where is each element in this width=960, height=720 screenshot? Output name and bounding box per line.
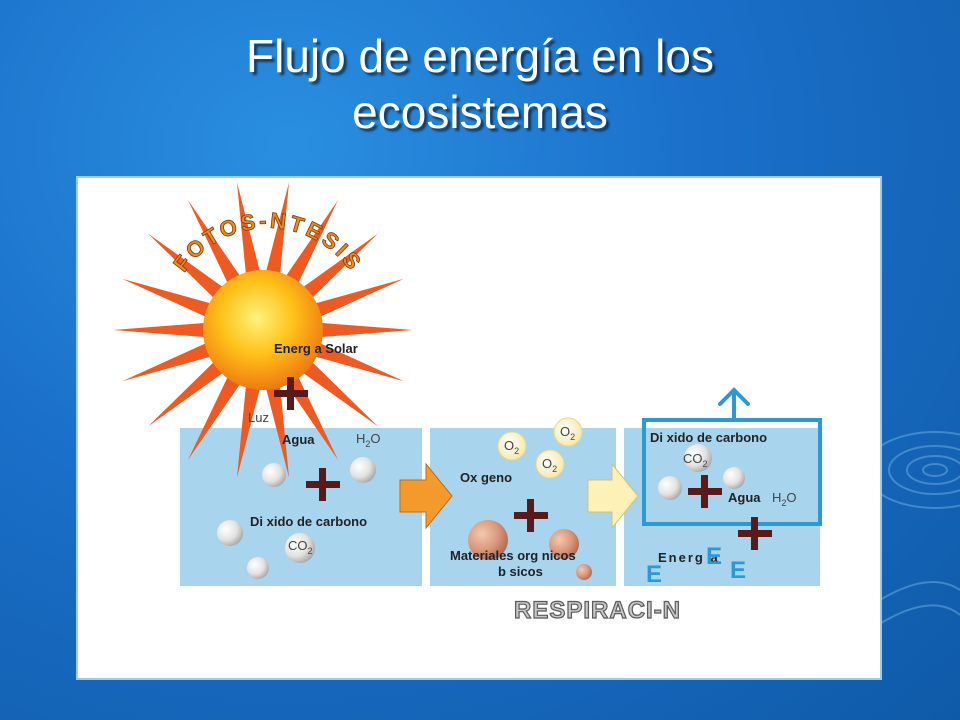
sun-ray (318, 322, 413, 338)
title-line-2: ecosistemas (352, 86, 608, 138)
sun-ray (148, 360, 226, 427)
sun-ray (188, 200, 242, 286)
plus-icon (514, 499, 548, 532)
sun-ray (300, 360, 378, 427)
agua-label: Agua (282, 432, 315, 447)
h2o-formula: H2O (356, 431, 381, 449)
molecule (262, 463, 286, 487)
dioxido-right-label: Di xido de carbono (650, 430, 767, 445)
co2-formula: CO2 (288, 538, 313, 556)
h2o-formula: H2O (772, 490, 797, 508)
title-line-1: Flujo de energía en los (246, 30, 714, 82)
dioxido-label: Di xido de carbono (250, 514, 367, 529)
plus-icon (274, 377, 308, 410)
sun-ray (113, 322, 208, 338)
co2-formula: CO2 (683, 451, 708, 469)
luz-label: Luz (248, 410, 269, 425)
materiales-label-line2: b sicos (498, 564, 543, 579)
organic-molecule (576, 564, 592, 580)
molecule (247, 557, 269, 579)
o2-formula: O2 (560, 424, 575, 442)
arrow-right-icon (399, 462, 453, 530)
sun-ray (188, 374, 242, 460)
sun-ray (312, 278, 404, 318)
slide-title: Flujo de energía en los ecosistemas (0, 28, 960, 140)
energy-flow-diagram: FOTOS-NTESIS Energ a Solar Luz Agua H2O … (113, 182, 822, 625)
sun-ray (148, 233, 226, 300)
sun-ray (122, 278, 214, 318)
energy-e-letter: E (730, 557, 746, 584)
plus-icon (738, 517, 772, 550)
sun (203, 270, 323, 390)
respiracion-label: RESPIRACI-N (514, 597, 681, 624)
plus-icon (688, 475, 722, 508)
sun-rays (113, 182, 413, 478)
energia-solar-label: Energ a Solar (274, 341, 358, 356)
molecule (684, 444, 712, 472)
sun-ray (265, 182, 290, 277)
arrow-up-icon (718, 387, 750, 420)
energy-e-letter: E (706, 543, 722, 570)
sun-ray (236, 182, 261, 277)
molecule (723, 467, 745, 489)
sun-ray (122, 342, 214, 382)
energia-label: Energ a (658, 550, 720, 565)
materiales-label-line1: Materiales org nicos (450, 548, 576, 563)
molecule (350, 457, 376, 483)
respiracion-box (624, 428, 820, 586)
sun-ray (300, 233, 378, 300)
sun-ray (312, 342, 404, 382)
organic-molecule (468, 520, 508, 560)
molecule (217, 520, 243, 546)
oxygen-bubbles (497, 417, 583, 479)
plus-icon (306, 468, 340, 501)
sun-ray (265, 383, 290, 478)
o2-formula: O2 (542, 456, 557, 474)
oxigeno-label: Ox geno (460, 470, 512, 485)
o2-formula: O2 (504, 438, 519, 456)
arrow-right-icon (587, 462, 639, 530)
sun-ray (284, 200, 338, 286)
water-ripple-decoration (864, 431, 960, 631)
organic-molecule (549, 529, 579, 559)
respiracion-frame (642, 418, 822, 526)
molecule (285, 533, 315, 563)
diagram-panel: FOTOS-NTESIS Energ a Solar Luz Agua H2O … (76, 176, 882, 680)
agua-right-label: Agua (728, 490, 761, 505)
energy-e-letter: E (646, 561, 662, 588)
molecule (658, 476, 682, 500)
sun-ray (236, 383, 261, 478)
